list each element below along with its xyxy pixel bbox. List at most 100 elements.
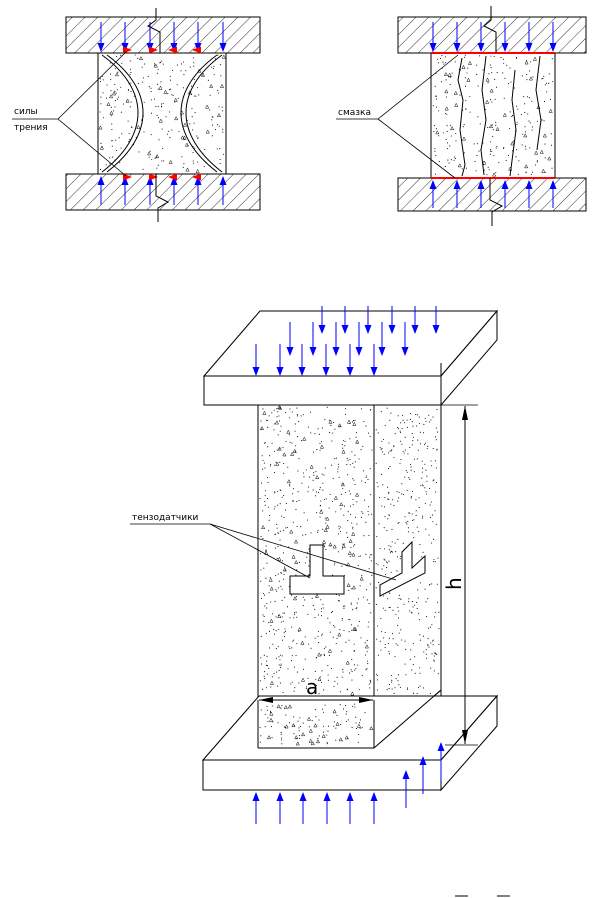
aggregate-dot bbox=[434, 85, 436, 87]
aggregate-grain bbox=[209, 83, 214, 88]
aggregate-dot bbox=[469, 111, 471, 113]
aggregate-dot bbox=[531, 129, 533, 131]
aggregate-dot bbox=[429, 626, 431, 628]
aggregate-dot bbox=[450, 124, 452, 126]
aggregate-dot bbox=[419, 582, 421, 584]
aggregate-dot bbox=[396, 570, 398, 572]
top-slab-front-face bbox=[203, 375, 442, 406]
aggregate-grain bbox=[219, 83, 224, 88]
aggregate-dot bbox=[431, 624, 433, 626]
aggregate-dot bbox=[269, 515, 271, 517]
aggregate-dot bbox=[489, 99, 492, 101]
aggregate-dot bbox=[110, 106, 112, 108]
aggregate-dot bbox=[447, 159, 449, 161]
aggregate-dot bbox=[318, 642, 320, 644]
aggregate-dot bbox=[435, 467, 437, 469]
aggregate-dot bbox=[342, 669, 344, 671]
aggregate-dot bbox=[116, 98, 119, 100]
aggregate-grain bbox=[195, 168, 200, 173]
aggregate-dot bbox=[370, 612, 372, 614]
aggregate-dot bbox=[197, 137, 199, 139]
aggregate-dot bbox=[278, 415, 280, 417]
aggregate-dot bbox=[360, 408, 363, 410]
aggregate-dot bbox=[284, 628, 286, 630]
aggregate-dot bbox=[324, 419, 326, 421]
aggregate-dot bbox=[416, 414, 418, 416]
aggregate-dot bbox=[543, 120, 545, 122]
aggregate-dot bbox=[354, 544, 356, 546]
aggregate-dot bbox=[357, 741, 359, 743]
aggregate-dot bbox=[294, 687, 296, 689]
aggregate-dot bbox=[389, 593, 391, 595]
lubricant-leader-line-down bbox=[377, 118, 456, 179]
aggregate-grain bbox=[294, 559, 299, 564]
aggregate-dot bbox=[351, 658, 353, 660]
aggregate-dot bbox=[336, 683, 339, 685]
aggregate-dot bbox=[489, 148, 492, 151]
aggregate-dot bbox=[427, 627, 430, 629]
aggregate-dot bbox=[276, 590, 278, 592]
aggregate-dot bbox=[375, 673, 378, 675]
aggregate-dot bbox=[311, 597, 313, 599]
load-arrow-head bbox=[429, 43, 437, 52]
aggregate-dot bbox=[379, 547, 381, 550]
aggregate-dot bbox=[321, 427, 323, 429]
aggregate-grain bbox=[485, 77, 490, 82]
aggregate-dot bbox=[300, 440, 302, 442]
aggregate-dot bbox=[128, 141, 130, 143]
aggregate-dot bbox=[473, 143, 475, 145]
aggregate-dot bbox=[359, 722, 361, 724]
aggregate-dot bbox=[342, 440, 344, 442]
aggregate-dot bbox=[293, 617, 295, 619]
aggregate-dot bbox=[293, 613, 295, 615]
aggregate-dot bbox=[266, 603, 268, 605]
aggregate-dot bbox=[369, 679, 371, 681]
aggregate-dot bbox=[406, 523, 408, 525]
aggregate-dot bbox=[120, 147, 122, 149]
aggregate-dot bbox=[127, 120, 129, 122]
aggregate-dot bbox=[444, 165, 446, 168]
aggregate-dot bbox=[264, 714, 266, 716]
aggregate-dot bbox=[317, 737, 319, 739]
aggregate-dot bbox=[259, 680, 261, 682]
aggregate-dot bbox=[390, 412, 392, 414]
aggregate-dot bbox=[154, 64, 156, 67]
aggregate-dot bbox=[278, 580, 280, 582]
aggregate-dot bbox=[285, 527, 287, 529]
aggregate-grain bbox=[523, 133, 528, 138]
aggregate-dot bbox=[459, 94, 461, 96]
aggregate-dot bbox=[275, 461, 277, 463]
aggregate-dot bbox=[430, 501, 432, 503]
aggregate-dot bbox=[418, 497, 420, 499]
load-arrow-head bbox=[437, 742, 445, 751]
aggregate-dot bbox=[412, 519, 414, 521]
aggregate-dot bbox=[277, 722, 279, 724]
aggregate-dot bbox=[130, 101, 132, 103]
aggregate-dot bbox=[285, 412, 287, 414]
aggregate-dot bbox=[345, 408, 347, 410]
load-arrows bbox=[429, 22, 557, 208]
aggregate-dot bbox=[293, 724, 295, 726]
aggregate-dot bbox=[429, 584, 431, 586]
aggregate-dot bbox=[397, 624, 399, 627]
aggregate-dot bbox=[138, 151, 140, 153]
aggregate-dot bbox=[368, 621, 370, 623]
aggregate-dot bbox=[169, 137, 171, 139]
load-arrow-head bbox=[549, 43, 557, 52]
aggregate-dot bbox=[287, 668, 289, 670]
aggregate-dot bbox=[344, 491, 346, 494]
aggregate-dot bbox=[362, 512, 364, 514]
aggregate-dot bbox=[445, 96, 447, 98]
aggregate-dot bbox=[370, 560, 372, 562]
aggregate-dot bbox=[346, 536, 349, 539]
aggregate-dot bbox=[329, 493, 331, 496]
aggregate-dot bbox=[438, 628, 440, 630]
aggregate-dot bbox=[516, 149, 518, 151]
aggregate-dot bbox=[351, 421, 353, 423]
aggregate-dot bbox=[410, 649, 412, 651]
aggregate-dot bbox=[520, 113, 522, 116]
aggregate-dot bbox=[279, 659, 281, 661]
aggregate-grain bbox=[289, 529, 294, 534]
aggregate-dot bbox=[331, 612, 333, 614]
aggregate-dot bbox=[289, 648, 291, 650]
